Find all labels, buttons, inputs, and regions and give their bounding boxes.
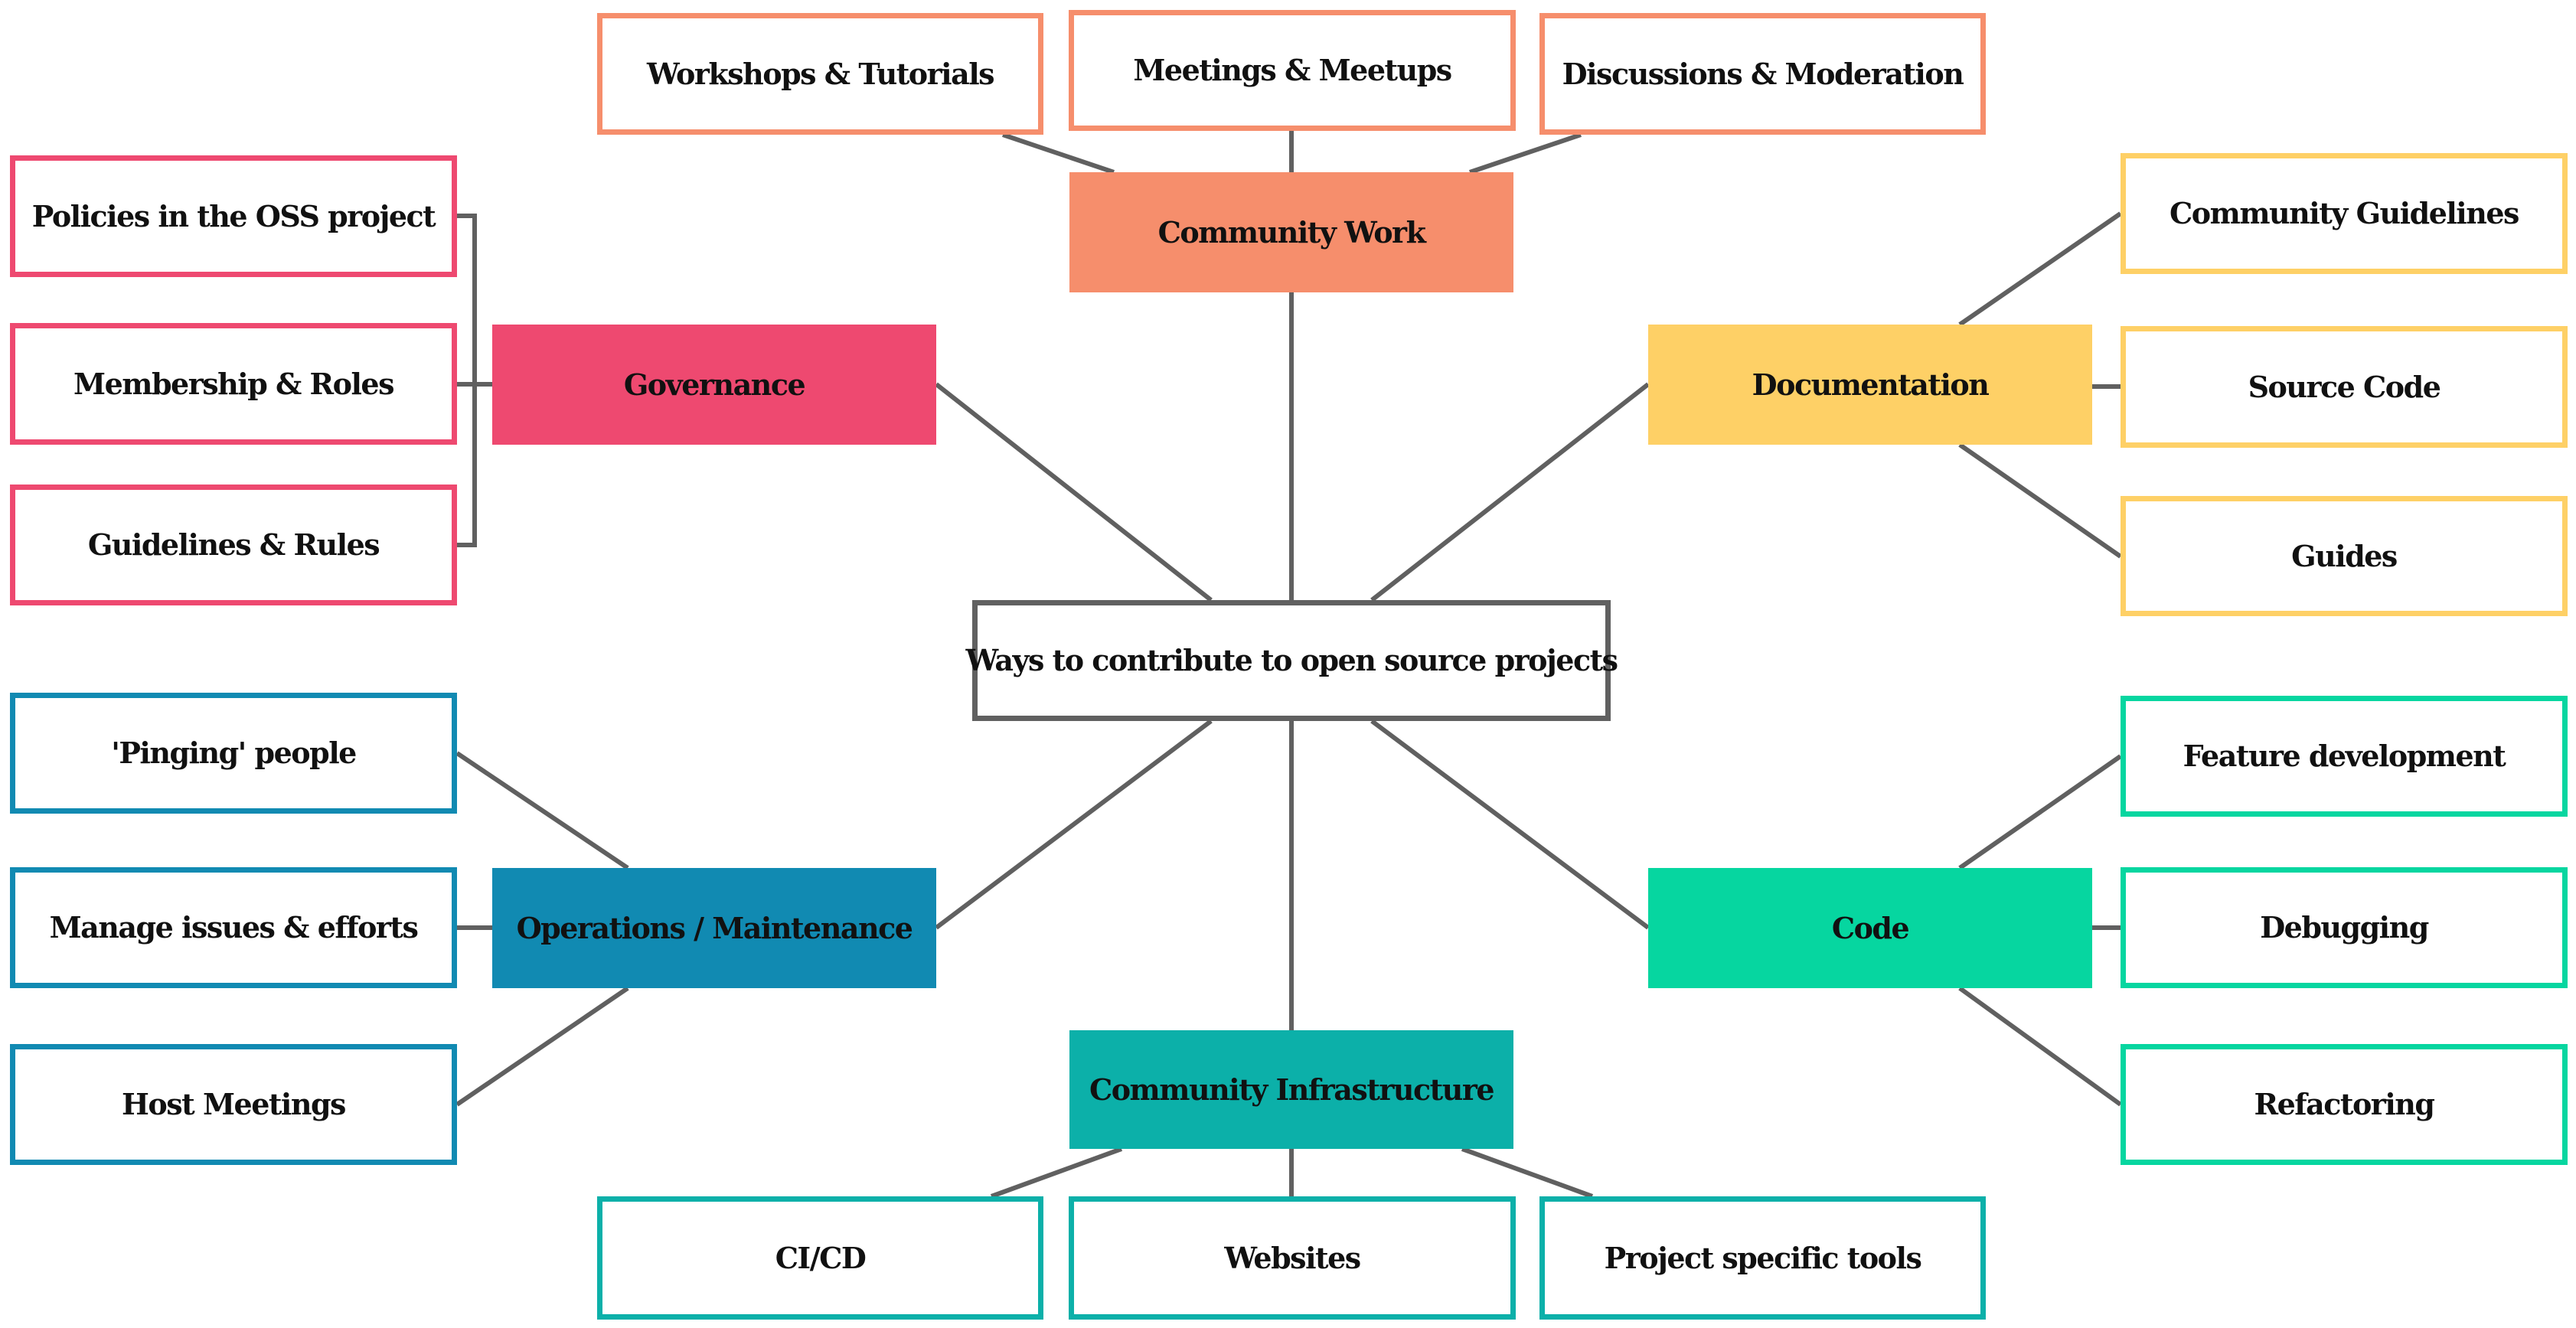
connector-center-operations <box>935 719 1213 930</box>
center-label: Ways to contribute to open source projec… <box>965 643 1618 678</box>
debugging-node: Debugging <box>2121 867 2568 988</box>
community-guidelines-label: Community Guidelines <box>2170 196 2519 231</box>
guides-label: Guides <box>2291 538 2398 573</box>
pinging-people-node: 'Pinging' people <box>10 693 457 814</box>
community-guidelines-node: Community Guidelines <box>2121 153 2568 274</box>
workshops-tutorials-label: Workshops & Tutorials <box>646 56 995 91</box>
connector-documentation-guidelines <box>1958 211 2122 327</box>
community-infrastructure-label: Community Infrastructure <box>1089 1072 1495 1107</box>
connector-operations-host-meetings <box>455 986 629 1107</box>
connector-operations-pinging <box>455 751 629 870</box>
connector-documentation-guides <box>1958 442 2122 559</box>
host-meetings-node: Host Meetings <box>10 1044 457 1165</box>
guidelines-rules-label: Guidelines & Rules <box>87 527 380 563</box>
policies-label: Policies in the OSS project <box>31 198 436 233</box>
connector-community-work-workshops <box>1002 132 1115 175</box>
meetings-meetups-label: Meetings & Meetups <box>1133 53 1452 88</box>
connector-center-documentation <box>1370 382 1650 602</box>
code-label: Code <box>1831 910 1910 945</box>
feature-development-node: Feature development <box>2121 696 2568 817</box>
connector-code-refactoring <box>1958 986 2122 1107</box>
governance-node: Governance <box>492 325 936 445</box>
guidelines-rules-node: Guidelines & Rules <box>10 485 457 605</box>
host-meetings-label: Host Meetings <box>122 1087 346 1122</box>
operations-maintenance-label: Operations / Maintenance <box>516 910 913 945</box>
documentation-label: Documentation <box>1752 367 1990 402</box>
source-code-label: Source Code <box>2248 369 2441 404</box>
connector-governance-bracket <box>457 214 477 547</box>
connector-center-governance <box>935 382 1213 602</box>
connector-community-work-discussions <box>1469 132 1582 175</box>
connector-infrastructure-tools <box>1461 1147 1594 1199</box>
code-node: Code <box>1648 868 2092 988</box>
debugging-label: Debugging <box>2260 910 2429 945</box>
pinging-people-label: 'Pinging' people <box>111 736 357 771</box>
project-specific-tools-node: Project specific tools <box>1539 1196 1986 1320</box>
refactoring-node: Refactoring <box>2121 1044 2568 1165</box>
workshops-tutorials-node: Workshops & Tutorials <box>597 13 1043 135</box>
meetings-meetups-node: Meetings & Meetups <box>1069 10 1516 131</box>
project-specific-tools-label: Project specific tools <box>1604 1240 1922 1275</box>
ci-cd-node: CI/CD <box>597 1196 1043 1320</box>
feature-development-label: Feature development <box>2183 739 2506 774</box>
manage-issues-label: Manage issues & efforts <box>49 910 419 945</box>
ci-cd-label: CI/CD <box>775 1240 867 1275</box>
websites-node: Websites <box>1069 1196 1516 1320</box>
community-work-label: Community Work <box>1157 214 1426 250</box>
connector-code-feature <box>1958 754 2122 870</box>
membership-roles-node: Membership & Roles <box>10 323 457 445</box>
policies-node: Policies in the OSS project <box>10 155 457 277</box>
websites-label: Websites <box>1224 1240 1361 1275</box>
operations-maintenance-node: Operations / Maintenance <box>492 868 936 988</box>
connector-center-code <box>1370 719 1650 930</box>
discussions-moderation-node: Discussions & Moderation <box>1539 13 1986 135</box>
documentation-node: Documentation <box>1648 325 2092 445</box>
refactoring-label: Refactoring <box>2254 1087 2435 1122</box>
membership-roles-label: Membership & Roles <box>73 366 394 401</box>
connector-infrastructure-cicd <box>990 1147 1123 1199</box>
discussions-moderation-label: Discussions & Moderation <box>1562 56 1964 91</box>
governance-label: Governance <box>623 367 806 402</box>
source-code-node: Source Code <box>2121 326 2568 448</box>
community-work-node: Community Work <box>1069 172 1513 292</box>
center-node: Ways to contribute to open source projec… <box>965 600 1618 721</box>
community-infrastructure-node: Community Infrastructure <box>1069 1030 1513 1149</box>
manage-issues-node: Manage issues & efforts <box>10 867 457 988</box>
guides-node: Guides <box>2121 496 2568 616</box>
